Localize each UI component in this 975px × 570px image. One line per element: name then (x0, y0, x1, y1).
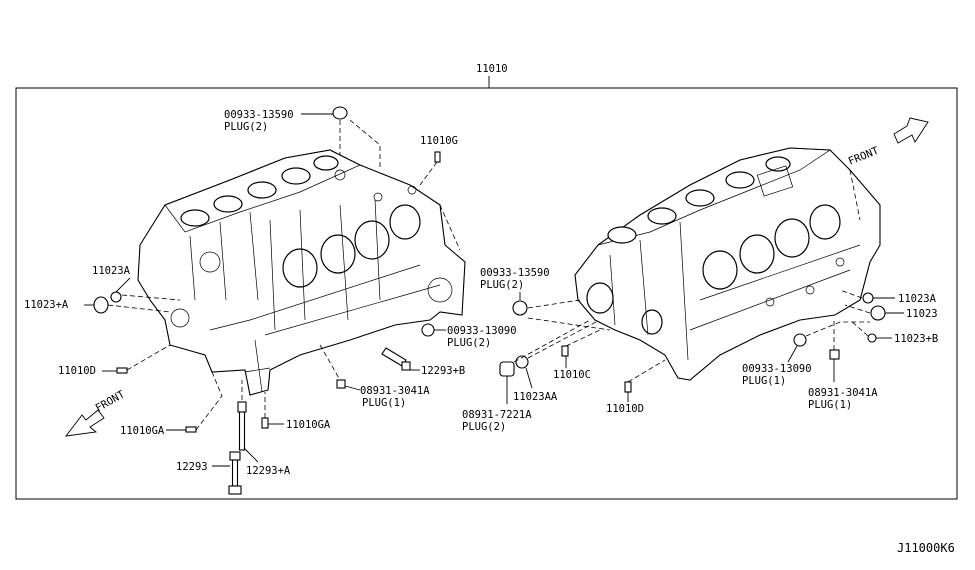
plug-icon (870, 305, 886, 321)
label-08931-3041A-left: 08931-3041A (360, 385, 430, 397)
dowel-pin-icon (624, 381, 632, 393)
plug-icon (793, 333, 807, 347)
plug-icon (336, 379, 346, 389)
label-11010GA-right: 11010GA (286, 419, 331, 431)
label-00933-13090-right: 00933-13090 (742, 363, 812, 375)
label-plug-1-left: PLUG(1) (362, 397, 406, 409)
washer-icon (867, 333, 877, 343)
bolt-head-icon (401, 361, 411, 371)
dowel-pin-icon (185, 426, 197, 433)
label-11010G: 11010G (420, 135, 458, 147)
washer-icon (110, 291, 122, 303)
label-11010C: 11010C (553, 369, 591, 381)
washer-icon (862, 292, 874, 304)
label-plug-1-right-b: PLUG(1) (808, 399, 852, 411)
main-part-number: 11010 (476, 63, 508, 75)
plug-icon (499, 361, 515, 377)
bolt-icon (381, 347, 407, 367)
figure-code: J11000K6 (897, 541, 955, 555)
bolt-icon (238, 411, 246, 451)
label-12293: 12293 (176, 461, 208, 473)
label-11023plusB: 11023+B (894, 333, 938, 345)
label-plug-2-right-bottom: PLUG(2) (462, 421, 506, 433)
plug-icon (512, 300, 528, 316)
label-00933-13090-left: 00933-13090 (447, 325, 517, 337)
label-11023: 11023 (906, 308, 938, 320)
bolt-icon (231, 459, 239, 487)
dowel-pin-icon (261, 417, 269, 429)
label-08931-3041A-right: 08931-3041A (808, 387, 878, 399)
label-11023A-right: 11023A (898, 293, 937, 305)
bolt-head-icon (237, 401, 247, 413)
label-plug-2-left-top: PLUG(2) (224, 121, 268, 133)
diagram-frame (15, 87, 958, 500)
front-label-right: FRONT (847, 145, 881, 168)
label-11010D-left: 11010D (58, 365, 96, 377)
label-plug-1-right-a: PLUG(1) (742, 375, 786, 387)
label-plug-2-left-mid: PLUG(2) (447, 337, 491, 349)
label-11023A-left: 11023A (92, 265, 131, 277)
label-00933-13590-left: 00933-13590 (224, 109, 294, 121)
label-11023plusA: 11023+A (24, 299, 69, 311)
dowel-pin-icon (561, 345, 569, 357)
left-engine-block (137, 149, 466, 396)
label-plug-2-right-top: PLUG(2) (480, 279, 524, 291)
bolt-head-icon (228, 485, 242, 495)
right-engine-block (574, 147, 881, 381)
plug-icon (421, 323, 435, 337)
plug-icon (332, 106, 348, 120)
label-12293plusA: 12293+A (246, 465, 291, 477)
label-08931-7221A: 08931-7221A (462, 409, 532, 421)
plug-icon (829, 349, 840, 360)
front-label-left: FRONT (94, 388, 128, 415)
label-11010D-right: 11010D (606, 403, 644, 415)
plug-icon (93, 296, 109, 314)
washer-icon (515, 355, 529, 369)
label-12293plusB: 12293+B (421, 365, 465, 377)
dowel-pin-icon (434, 151, 441, 163)
dowel-pin-icon (116, 367, 128, 374)
label-11023AA: 11023AA (513, 391, 558, 403)
label-11010GA-left: 11010GA (120, 425, 165, 437)
front-arrow-left: FRONT (64, 388, 128, 437)
label-00933-13590-right: 00933-13590 (480, 267, 550, 279)
front-arrow-right: FRONT (847, 117, 929, 168)
washer-icon (229, 451, 241, 461)
